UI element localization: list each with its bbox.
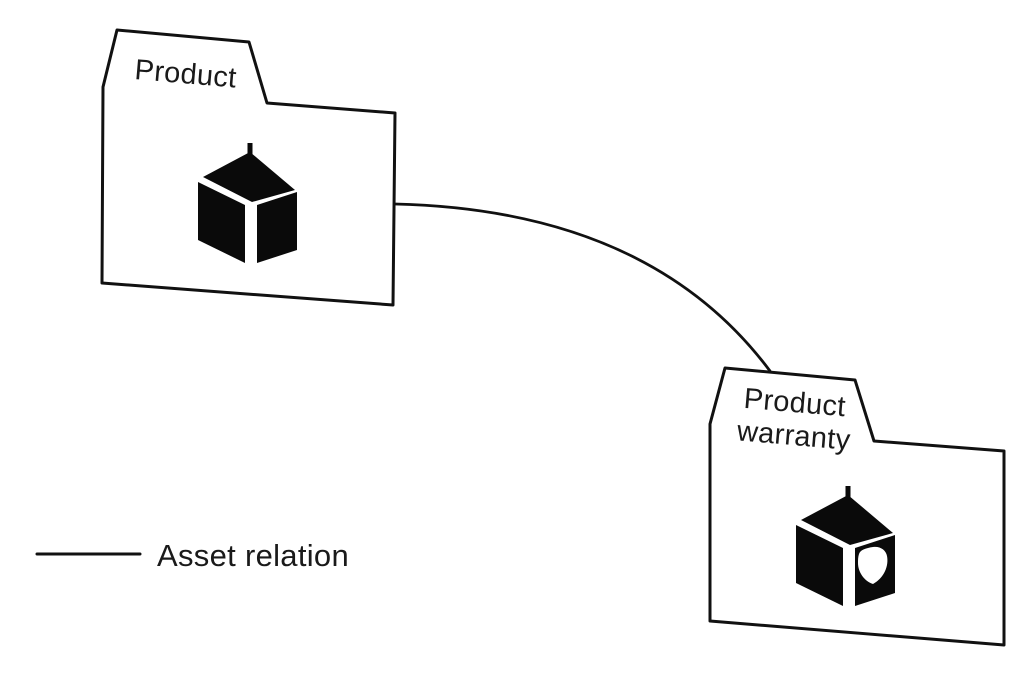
cube-top-face <box>203 152 295 202</box>
cube-icon <box>198 143 297 263</box>
asset-relation-connector <box>393 202 772 373</box>
shield-cutout <box>858 546 888 584</box>
legend-label: Asset relation <box>157 538 349 573</box>
cube-shield-icon <box>796 486 895 606</box>
cube-top-face <box>801 495 893 545</box>
cube-right-face <box>257 192 297 263</box>
cube-left-face <box>796 525 843 606</box>
node-product: Product <box>100 28 397 307</box>
legend: Asset relation <box>35 538 349 573</box>
node-product-warranty: Product warranty <box>708 366 1006 647</box>
cube-left-face <box>198 182 245 263</box>
